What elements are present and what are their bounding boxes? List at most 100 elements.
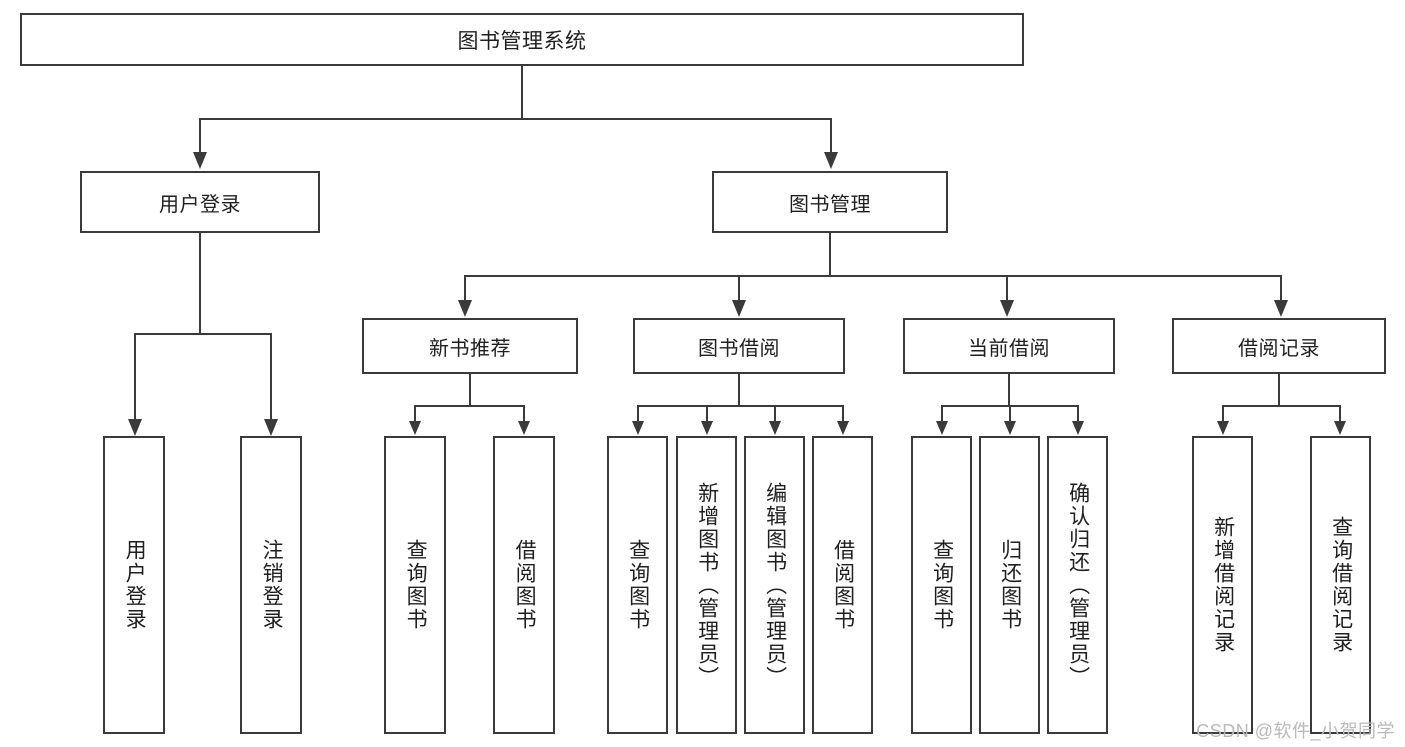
leaf-borrow-books-newbooks-label: 借阅图书 (513, 539, 537, 631)
leaf-add-book-admin[interactable]: 新增图书（管理员） (676, 436, 737, 734)
arrowhead-borrow-to-leaf1 (632, 421, 644, 435)
arrowhead-current-to-leaf3 (1072, 421, 1084, 435)
node-borrow-records-label: 借阅记录 (1238, 337, 1320, 360)
connector-bookmgmt-to-current (1006, 275, 1008, 302)
connector-bookmgmt-to-records (1280, 275, 1282, 302)
leaf-add-borrow-record-label: 新增借阅记录 (1211, 516, 1235, 654)
leaf-inner: 归还图书 (981, 438, 1038, 732)
leaf-return-books-label: 归还图书 (998, 539, 1022, 631)
leaf-search-books-borrow-label: 查询图书 (626, 539, 650, 631)
leaf-borrow-books-newbooks[interactable]: 借阅图书 (493, 436, 555, 734)
leaf-inner: 新增图书（管理员） (678, 438, 735, 732)
connector-current-stem (1008, 374, 1010, 406)
connector-login-to-leaf1 (134, 333, 136, 421)
leaf-inner: 编辑图书（管理员） (746, 438, 803, 732)
connector-bookmgmt-bus (464, 275, 1282, 277)
arrowhead-borrow-to-leaf3 (769, 421, 781, 435)
connector-bookmgmt-to-borrow (738, 275, 740, 302)
node-borrow-records[interactable]: 借阅记录 (1172, 318, 1386, 374)
connector-borrow-to-leaf2 (706, 405, 708, 423)
node-new-book-recommend-label: 新书推荐 (429, 337, 511, 360)
arrowhead-newbooks-to-leaf1 (409, 421, 421, 435)
leaf-confirm-return-admin-label: 确认归还（管理员） (1066, 481, 1090, 689)
node-current-borrow-label: 当前借阅 (968, 337, 1050, 360)
watermark-text: CSDN @软件_小贺同学 (1196, 721, 1395, 741)
arrowhead-root-to-login (193, 152, 207, 169)
arrowhead-login-to-leaf1 (128, 419, 142, 436)
leaf-user-login-label: 用户登录 (123, 539, 147, 631)
connector-borrow-to-leaf4 (842, 405, 844, 423)
arrowhead-current-to-leaf1 (936, 421, 948, 435)
connector-bookmgmt-stem (829, 233, 831, 277)
leaf-return-books[interactable]: 归还图书 (979, 436, 1040, 734)
arrowhead-records-to-leaf2 (1334, 421, 1346, 435)
connector-bookmgmt-to-newbooks (464, 275, 466, 302)
node-book-management[interactable]: 图书管理 (712, 171, 948, 233)
node-root-system[interactable]: 图书管理系统 (20, 13, 1024, 66)
connector-borrow-to-leaf3 (774, 405, 776, 423)
connector-root-bus (199, 118, 832, 120)
node-root-label: 图书管理系统 (457, 29, 587, 53)
leaf-search-books-newbooks[interactable]: 查询图书 (384, 436, 446, 734)
leaf-inner: 借阅图书 (495, 438, 553, 732)
leaf-borrow-books-borrow[interactable]: 借阅图书 (812, 436, 873, 734)
connector-records-to-leaf1 (1222, 405, 1224, 423)
connector-records-bus (1222, 405, 1341, 407)
arrowhead-login-to-leaf2 (264, 419, 278, 436)
arrowhead-newbooks-to-leaf2 (518, 421, 530, 435)
arrowhead-bookmgmt-to-newbooks (458, 300, 472, 317)
connector-current-to-leaf1 (941, 405, 943, 423)
arrowhead-borrow-to-leaf2 (701, 421, 713, 435)
node-current-borrow[interactable]: 当前借阅 (903, 318, 1115, 374)
arrowhead-current-to-leaf2 (1004, 421, 1016, 435)
arrowhead-root-to-bookmgmt (824, 152, 838, 169)
arrowhead-records-to-leaf1 (1217, 421, 1229, 435)
leaf-borrow-books-borrow-label: 借阅图书 (831, 539, 855, 631)
leaf-add-borrow-record[interactable]: 新增借阅记录 (1192, 436, 1253, 734)
leaf-logout-label: 注销登录 (260, 539, 284, 631)
node-user-login-label: 用户登录 (159, 193, 241, 216)
leaf-inner: 用户登录 (105, 438, 163, 732)
arrowhead-bookmgmt-to-borrow (732, 300, 746, 317)
connector-newbooks-to-leaf1 (414, 405, 416, 423)
leaf-search-books-borrow[interactable]: 查询图书 (607, 436, 668, 734)
connector-borrow-stem (738, 374, 740, 406)
leaf-search-books-current[interactable]: 查询图书 (911, 436, 972, 734)
leaf-search-borrow-record[interactable]: 查询借阅记录 (1310, 436, 1371, 734)
connector-login-stem (199, 233, 201, 334)
node-book-borrow-label: 图书借阅 (698, 337, 780, 360)
connector-login-to-leaf2 (270, 333, 272, 421)
connector-current-to-leaf2 (1009, 405, 1011, 423)
node-book-management-label: 图书管理 (789, 193, 871, 216)
leaf-confirm-return-admin[interactable]: 确认归还（管理员） (1047, 436, 1108, 734)
connector-root-to-bookmgmt (830, 118, 832, 154)
node-user-login[interactable]: 用户登录 (80, 171, 320, 233)
leaf-inner: 查询借阅记录 (1312, 438, 1369, 732)
node-new-book-recommend[interactable]: 新书推荐 (362, 318, 578, 374)
leaf-inner: 新增借阅记录 (1194, 438, 1251, 732)
leaf-inner: 查询图书 (386, 438, 444, 732)
leaf-logout[interactable]: 注销登录 (240, 436, 302, 734)
leaf-search-books-newbooks-label: 查询图书 (404, 539, 428, 631)
leaf-inner: 借阅图书 (814, 438, 871, 732)
leaf-inner: 查询图书 (609, 438, 666, 732)
leaf-user-login[interactable]: 用户登录 (103, 436, 165, 734)
arrowhead-bookmgmt-to-current (1000, 300, 1014, 317)
connector-root-stem (521, 66, 523, 118)
connector-newbooks-bus (414, 405, 525, 407)
leaf-inner: 查询图书 (913, 438, 970, 732)
leaf-search-borrow-record-label: 查询借阅记录 (1329, 516, 1353, 654)
connector-current-to-leaf3 (1077, 405, 1079, 423)
leaf-add-book-admin-label: 新增图书（管理员） (695, 481, 719, 689)
node-book-borrow[interactable]: 图书借阅 (633, 318, 845, 374)
connector-records-to-leaf2 (1339, 405, 1341, 423)
leaf-edit-book-admin-label: 编辑图书（管理员） (763, 481, 787, 689)
leaf-edit-book-admin[interactable]: 编辑图书（管理员） (744, 436, 805, 734)
connector-borrow-bus (637, 405, 844, 407)
connector-newbooks-stem (469, 374, 471, 406)
connector-records-stem (1278, 374, 1280, 406)
connector-borrow-to-leaf1 (637, 405, 639, 423)
connector-newbooks-to-leaf2 (523, 405, 525, 423)
connector-login-bus (134, 333, 271, 335)
